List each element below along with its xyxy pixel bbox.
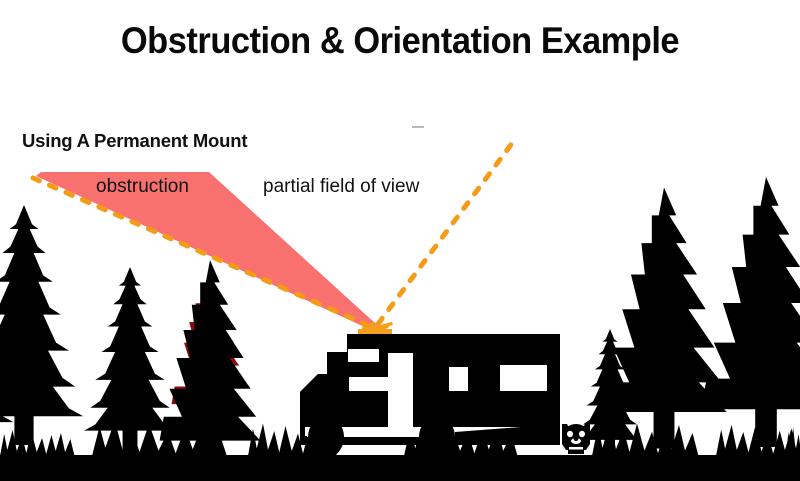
sight-line-upper xyxy=(375,139,516,327)
dog xyxy=(562,424,590,454)
sight-line-lower xyxy=(30,175,377,331)
forest-right xyxy=(578,177,800,455)
satellite-dish xyxy=(358,322,393,334)
page-title: Obstruction & Orientation Example xyxy=(120,20,680,61)
obstruction-cone xyxy=(36,172,377,329)
stray-mark xyxy=(412,126,424,128)
sight-lines xyxy=(30,139,516,331)
label-obstruction: obstruction xyxy=(96,176,189,197)
rv-motorhome xyxy=(300,334,560,458)
label-using-permanent-mount: Using A Permanent Mount xyxy=(22,130,248,151)
ground xyxy=(0,420,800,481)
label-partial-field-of-view: partial field of view xyxy=(263,176,420,197)
